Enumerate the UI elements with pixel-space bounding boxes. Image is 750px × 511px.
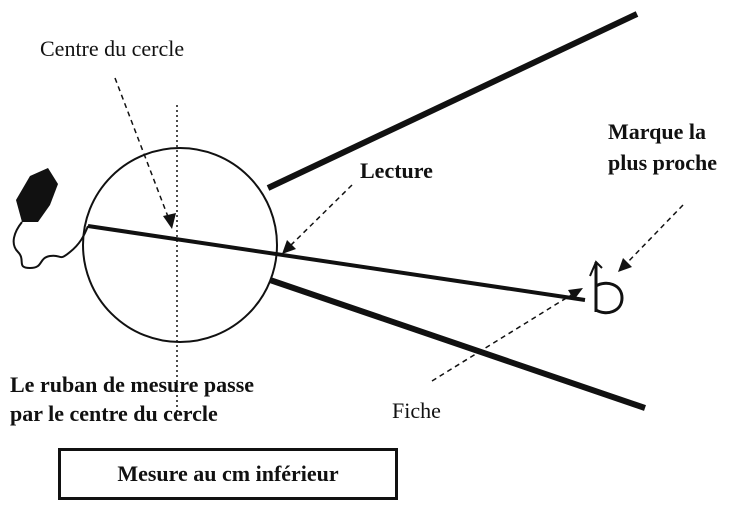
centre-label: Centre du cercle xyxy=(40,36,184,61)
marque-arrow-line xyxy=(623,204,684,267)
fiche-arrow-line xyxy=(431,291,577,382)
marque-label-line1: Marque la xyxy=(608,119,706,144)
centre-arrowhead xyxy=(163,213,176,229)
marque-label-line2: plus proche xyxy=(608,150,717,175)
lecture-arrow-line xyxy=(287,184,353,249)
pin-loop xyxy=(595,281,624,315)
tape-cord xyxy=(12,221,89,270)
mesure-box: Mesure au cm inférieur xyxy=(58,448,398,500)
mesure-label: Mesure au cm inférieur xyxy=(117,461,339,486)
fiche-label: Fiche xyxy=(392,398,441,423)
trunk-circle xyxy=(82,147,278,343)
ruban-label-line2: par le centre du cercle xyxy=(10,401,218,426)
ruban-label-line1: Le ruban de mesure passe xyxy=(10,372,254,397)
lecture-label: Lecture xyxy=(360,158,433,183)
marque-arrowhead xyxy=(618,258,632,272)
lower-boundary-line xyxy=(269,277,646,411)
fiche-arrowhead xyxy=(568,288,583,300)
upper-boundary-line xyxy=(266,11,639,191)
pin-top-hook xyxy=(589,260,603,277)
centre-arrow-line xyxy=(114,77,171,223)
tape-case-icon xyxy=(16,168,58,222)
lecture-arrowhead xyxy=(282,240,296,254)
measuring-tape-line xyxy=(87,224,586,302)
